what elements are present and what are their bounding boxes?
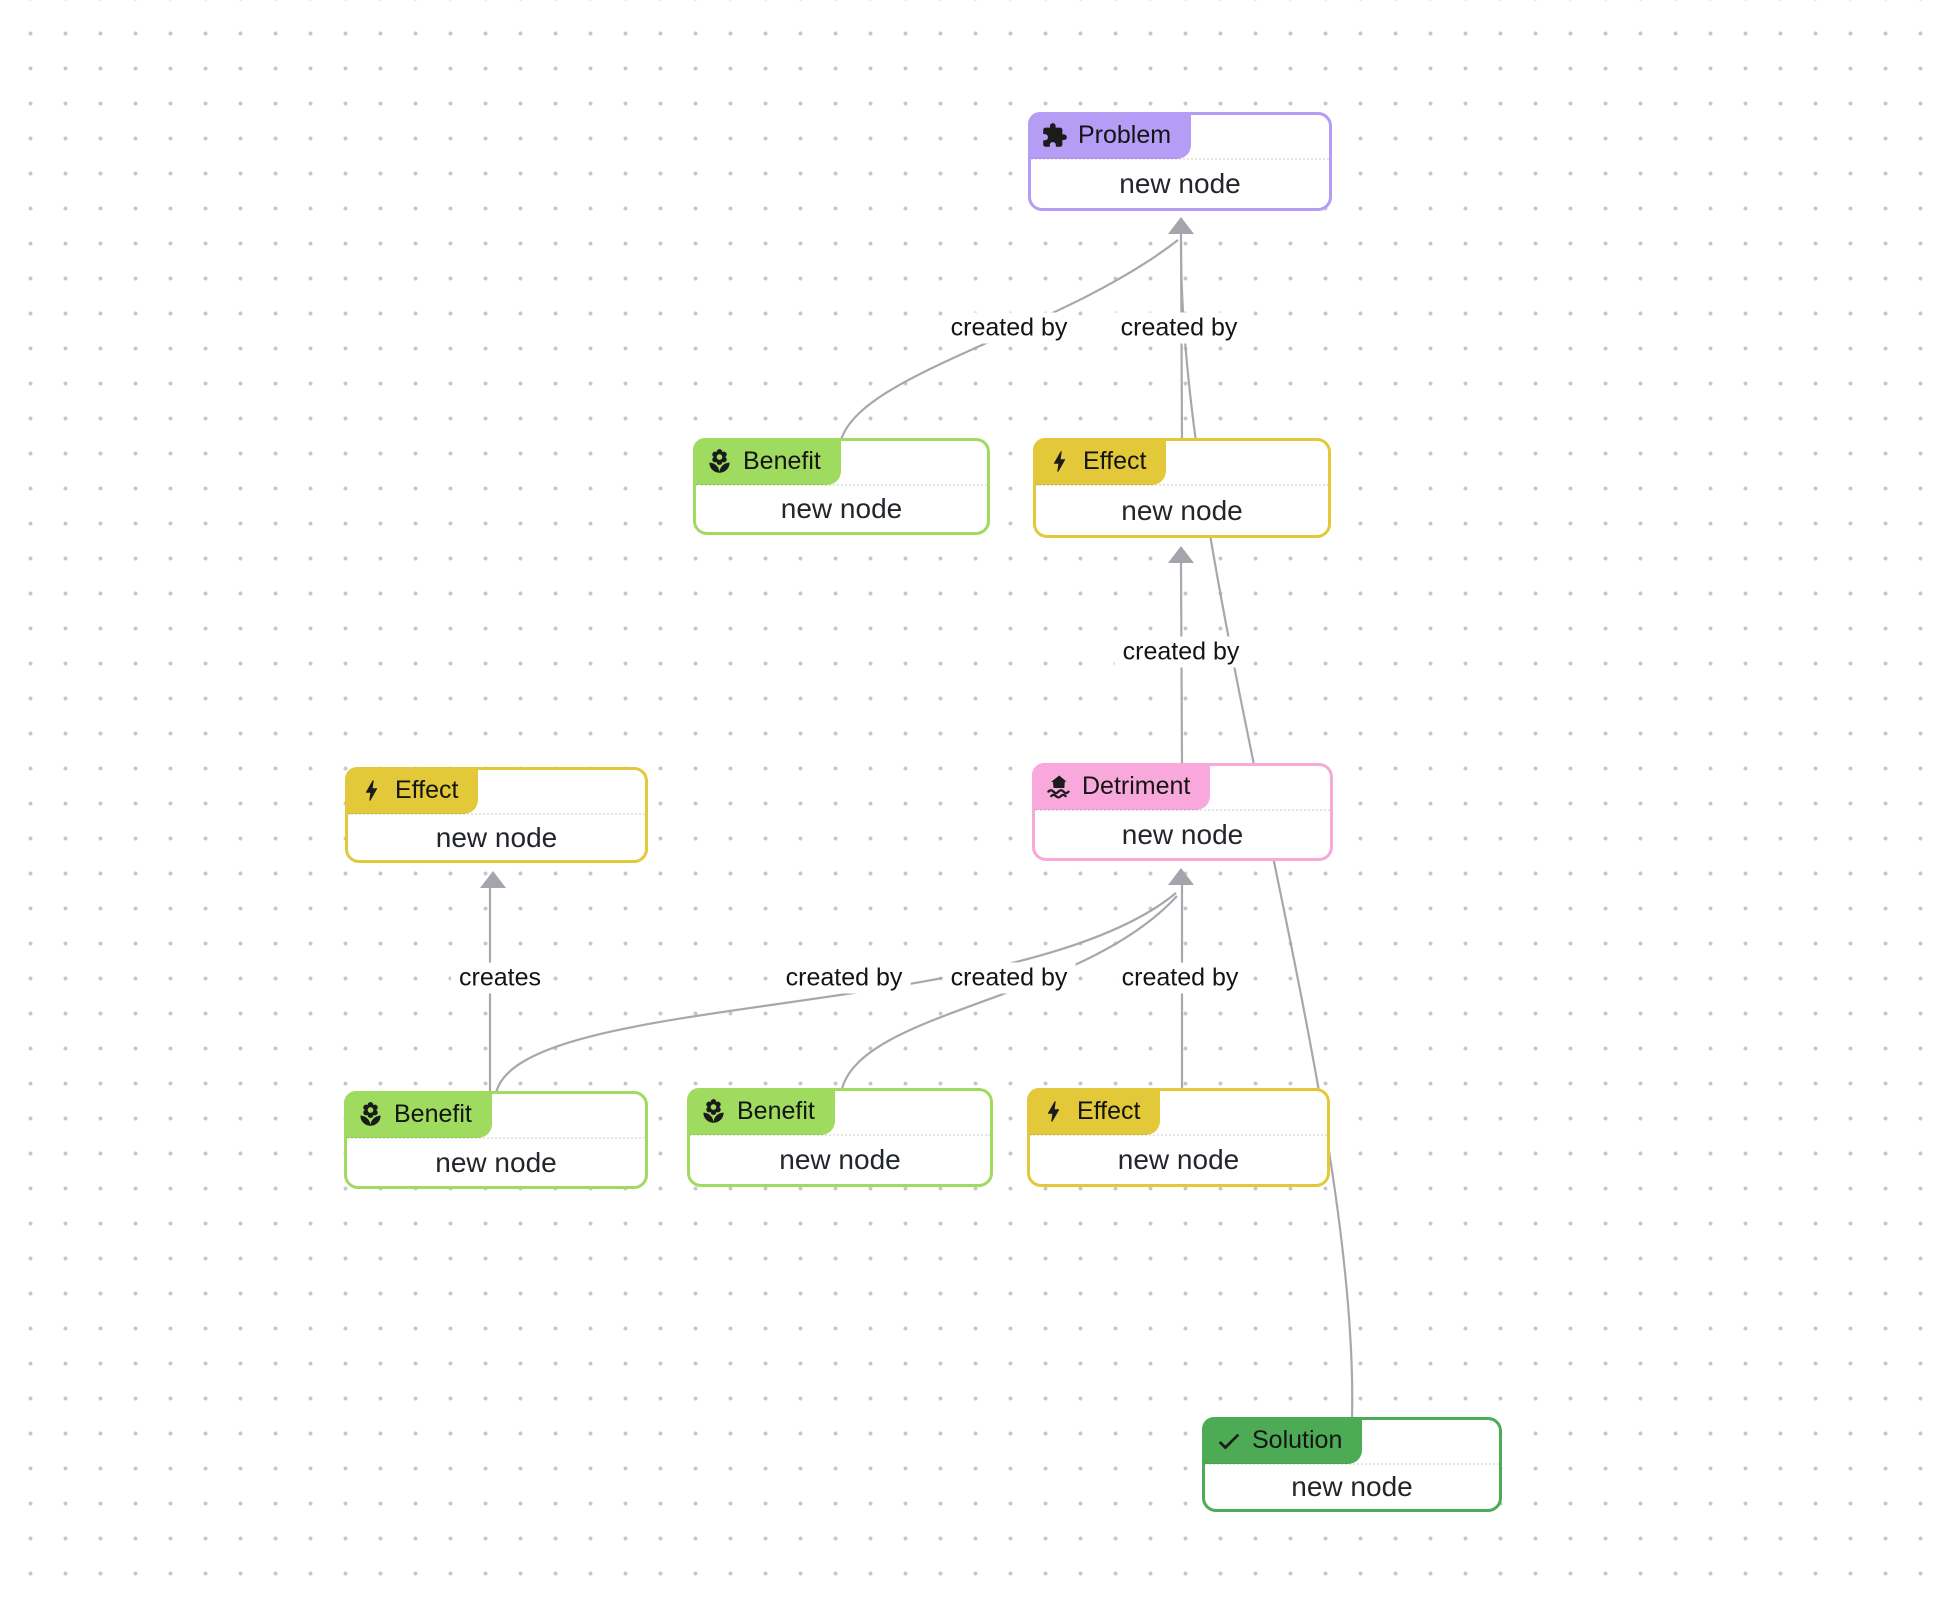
node-type-label: Effect: [1077, 1097, 1141, 1125]
node-type-label: Effect: [395, 776, 459, 804]
edge-label-effect-top-to-problem[interactable]: created by: [1112, 312, 1246, 344]
node-text: new node: [1035, 809, 1330, 858]
node-type-badge: Effect: [1027, 1088, 1161, 1135]
node-text: new node: [1031, 158, 1329, 208]
node-text: new node: [1030, 1134, 1327, 1184]
flower-icon: [706, 448, 733, 475]
puzzle-icon: [1041, 122, 1068, 149]
node-type-badge: Effect: [1033, 438, 1167, 485]
node-type-badge: Benefit: [687, 1088, 835, 1135]
node-type-badge: Solution: [1202, 1417, 1363, 1464]
node-type-label: Benefit: [737, 1097, 815, 1125]
node-type-label: Detriment: [1082, 772, 1191, 800]
node-type-label: Benefit: [394, 1100, 472, 1128]
edge-label-effect-bottom-to-detriment[interactable]: created by: [1113, 962, 1247, 994]
edge-arrowhead: [1168, 217, 1194, 234]
node-text: new node: [1036, 484, 1328, 535]
bolt-icon: [1040, 1098, 1067, 1125]
node-type-label: Effect: [1083, 447, 1147, 475]
node-benefit-top[interactable]: Benefit new node: [693, 438, 990, 535]
bolt-icon: [358, 777, 385, 804]
node-type-label: Benefit: [743, 447, 821, 475]
edge-label-benefit-bl-to-effect-left[interactable]: creates: [451, 962, 549, 994]
edge-label-benefit-top-to-problem[interactable]: created by: [942, 312, 1076, 344]
node-type-badge: Benefit: [344, 1091, 492, 1138]
node-solution[interactable]: Solution new node: [1202, 1417, 1502, 1512]
node-type-badge: Benefit: [693, 438, 841, 485]
node-effect-left[interactable]: Effect new node: [345, 767, 648, 863]
flower-icon: [357, 1101, 384, 1128]
node-type-badge: Effect: [345, 767, 479, 814]
edge-arrowhead: [1168, 546, 1194, 563]
node-type-badge: Detriment: [1032, 763, 1211, 810]
node-text: new node: [348, 813, 645, 860]
node-effect-top[interactable]: Effect new node: [1033, 438, 1331, 538]
node-benefit-bottom-left[interactable]: Benefit new node: [344, 1091, 648, 1189]
node-effect-bottom[interactable]: Effect new node: [1027, 1088, 1330, 1187]
node-type-badge: Problem: [1028, 112, 1192, 159]
check-icon: [1215, 1427, 1242, 1454]
node-type-label: Solution: [1252, 1426, 1343, 1454]
node-problem[interactable]: Problem new node: [1028, 112, 1332, 211]
node-benefit-bottom-center[interactable]: Benefit new node: [687, 1088, 993, 1187]
edge-benefit-bc-to-detriment[interactable]: [839, 895, 1178, 1094]
edge-label-benefit-bc-to-detriment[interactable]: created by: [942, 962, 1076, 994]
flower-icon: [700, 1098, 727, 1125]
node-text: new node: [347, 1137, 645, 1186]
bolt-icon: [1046, 448, 1073, 475]
node-text: new node: [690, 1134, 990, 1184]
edge-arrowhead: [1168, 868, 1194, 885]
edge-benefit-top-to-problem[interactable]: [839, 239, 1179, 441]
flood-icon: [1045, 773, 1072, 800]
edge-label-detriment-to-effect-top[interactable]: created by: [1114, 636, 1248, 668]
edge-label-benefit-bl-to-detriment[interactable]: created by: [777, 962, 911, 994]
node-text: new node: [1205, 1463, 1499, 1509]
edge-benefit-bl-to-detriment[interactable]: [494, 892, 1177, 1094]
node-type-label: Problem: [1078, 121, 1172, 149]
node-text: new node: [696, 484, 987, 532]
edge-arrowhead: [480, 871, 506, 888]
node-detriment[interactable]: Detriment new node: [1032, 763, 1333, 861]
